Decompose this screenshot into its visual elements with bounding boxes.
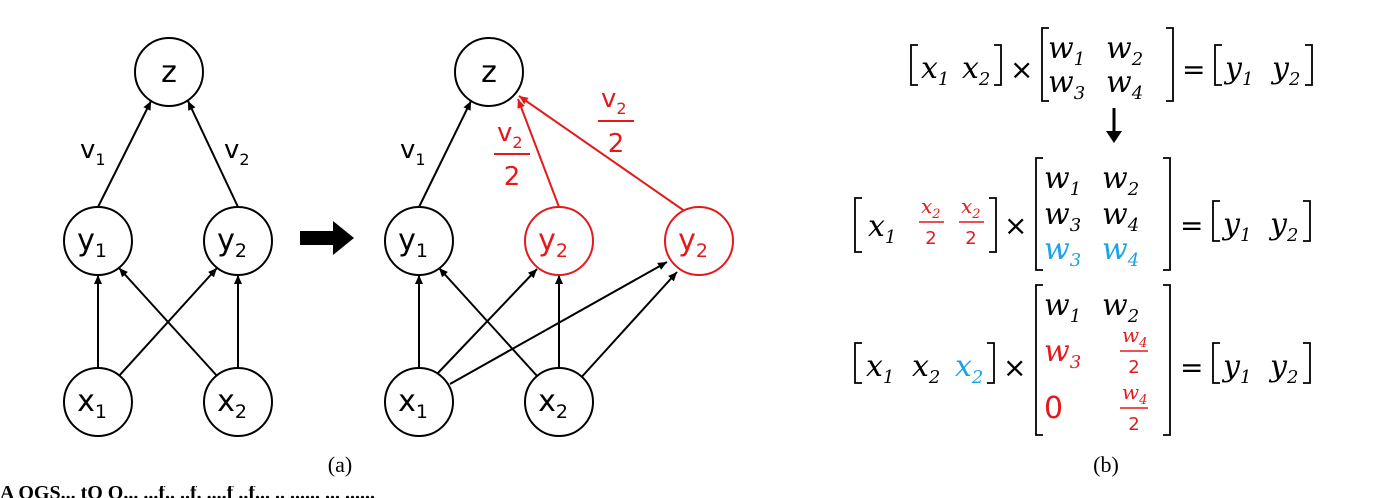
svg-text:w4: w4 [1102,197,1139,236]
down-arrow-icon [1106,108,1122,143]
svg-text:x2: x2 [955,349,983,388]
edge-y1-z [97,100,152,208]
edge-label-half-a: v2 2 [494,118,530,192]
svg-text:z: z [161,55,177,90]
svg-text:y2: y2 [1270,51,1300,90]
edge-y1-z [418,100,472,208]
right-arrow-icon [300,221,354,255]
fraction-w4-half-a: w4 2 [1120,323,1148,378]
svg-text:2: 2 [1128,414,1139,435]
svg-text:x1: x1 [398,384,428,423]
svg-text:x1: x1 [866,349,894,388]
svg-text:x2: x2 [962,51,990,90]
node-x2: x2 [203,367,273,437]
node-y2-copy-b: y2 [664,206,734,276]
fraction-x2-half-b: x2 2 [959,194,984,249]
svg-text:y1: y1 [77,223,107,262]
svg-text:y1: y1 [1221,207,1251,246]
edge-x2-y1 [438,267,539,378]
svg-text:y2: y2 [678,223,708,262]
edge-x2-y1 [118,267,219,378]
svg-text:w2: w2 [1102,288,1139,327]
svg-text:×: × [1010,53,1033,86]
node-x1: x1 [384,367,454,437]
node-y2-copy-a: y2 [524,206,594,276]
edge-label-half-b: v2 2 [598,84,634,159]
node-y1: y1 [63,206,133,276]
svg-text:2: 2 [925,228,936,249]
svg-text:2: 2 [608,129,625,159]
node-x1: x1 [63,367,133,437]
svg-text:w1: w1 [1048,31,1085,70]
node-y2: y2 [203,206,273,276]
equation-2: x1 x2 2 x2 2 × w1 w2 w3 w4 w3 w4 = y1 y2 [854,157,1311,271]
caption-b: (b) [1093,452,1119,477]
svg-text:y2: y2 [1268,207,1298,246]
svg-text:w4: w4 [1122,380,1147,408]
svg-text:w3: w3 [1044,334,1081,373]
svg-text:v2: v2 [601,84,627,118]
edge-label-v1: v1 [80,135,106,169]
svg-text:w1: w1 [1044,288,1081,327]
edge-label-v2: v2 [224,135,250,169]
svg-text:v2: v2 [497,118,523,152]
node-z: z [134,37,204,107]
svg-text:w4: w4 [1106,65,1143,104]
svg-text:y2: y2 [538,223,568,262]
svg-text:y1: y1 [398,223,428,262]
edge-y2b-z [518,95,687,213]
svg-text:x2: x2 [538,384,568,423]
svg-text:w4: w4 [1102,232,1139,271]
svg-text:w1: w1 [1044,161,1081,200]
svg-text:=: = [1180,351,1203,384]
svg-text:w2: w2 [1102,161,1139,200]
panel-a-right-graph: v1 v2 2 v2 2 z y1 y2 y2 x [384,37,734,437]
node-x2: x2 [524,367,594,437]
svg-text:0: 0 [1044,391,1063,426]
svg-text:w3: w3 [1044,197,1081,236]
node-y1: y1 [384,206,454,276]
svg-text:×: × [1004,209,1027,242]
equation-1: x1 x2 × w1 w2 w3 w4 = y1 y2 [910,27,1313,104]
clipped-caption-text: A OGS... tO O... ...f.. ..f. ....f ..f..… [0,486,375,498]
node-z: z [454,37,524,107]
svg-text:w4: w4 [1122,323,1147,351]
edge-y2a-z [517,98,560,208]
svg-text:w2: w2 [1106,31,1143,70]
svg-text:2: 2 [965,228,976,249]
edge-x2-y2b [577,271,678,382]
clipped-caption-strip: A OGS... tO O... ...f.. ..f. ....f ..f..… [0,486,1392,498]
svg-text:x2: x2 [961,194,981,222]
svg-text:x2: x2 [921,194,941,222]
svg-text:x1: x1 [77,384,107,423]
svg-text:w3: w3 [1044,232,1081,271]
svg-text:x2: x2 [217,384,247,423]
panel-a-left-graph: v1 v2 z y1 y2 x1 x2 [63,37,273,437]
caption-a: (a) [328,452,352,477]
svg-text:=: = [1182,53,1205,86]
svg-text:w3: w3 [1048,65,1085,104]
edge-y2-z [187,100,239,208]
svg-text:x2: x2 [912,349,940,388]
equation-3: x1 x2 x2 × w1 w2 w3 w4 2 0 w4 2 = y1 y2 [854,284,1311,436]
svg-text:y1: y1 [1221,349,1251,388]
svg-text:y1: y1 [1223,51,1253,90]
svg-text:2: 2 [504,162,521,192]
svg-text:y2: y2 [1268,349,1298,388]
svg-text:2: 2 [1128,357,1139,378]
svg-text:x1: x1 [868,209,896,248]
svg-text:x1: x1 [921,51,949,90]
fraction-x2-half-a: x2 2 [919,194,944,249]
svg-text:z: z [481,55,497,90]
svg-text:y2: y2 [217,223,247,262]
svg-text:=: = [1180,209,1203,242]
edge-label-v1: v1 [400,135,426,169]
fraction-w4-half-b: w4 2 [1120,380,1148,435]
svg-text:×: × [1003,351,1026,384]
